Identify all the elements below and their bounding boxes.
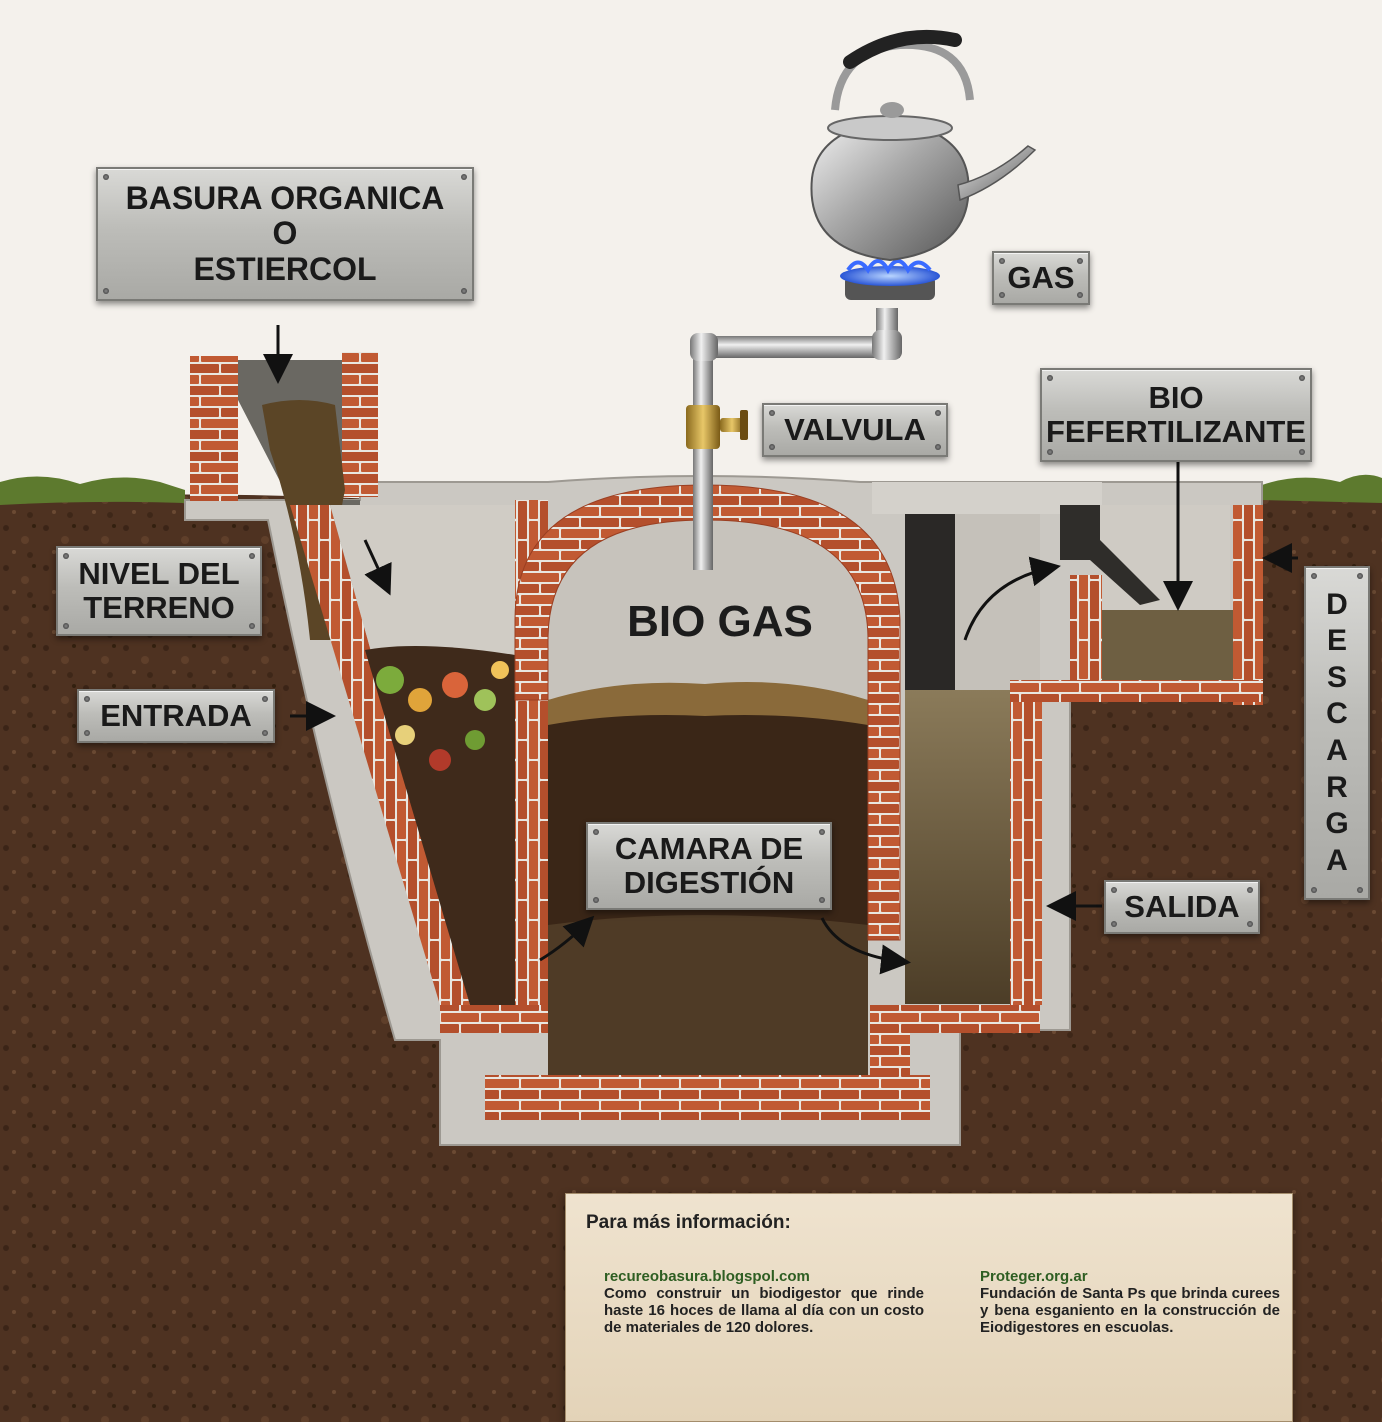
input-material-plate: BASURA ORGANICA O ESTIERCOL	[96, 167, 474, 301]
info-left-column: recureobasura.blogspol.com Como construi…	[604, 1268, 924, 1337]
valve-plate: VALVULA	[762, 403, 948, 457]
fertilizer-tank-liquid	[1100, 610, 1233, 680]
food-scraps	[376, 661, 509, 771]
digestion-straw-layer	[548, 682, 868, 725]
inlet-chimney-left	[190, 356, 238, 501]
input-material-line-2: O	[272, 215, 298, 252]
pipe-elbow-left	[690, 333, 718, 361]
inlet-sloped-wall	[290, 505, 470, 1005]
discharge-letter: R	[1326, 770, 1348, 804]
inlet-chimney-right	[342, 352, 378, 497]
input-material-line-3: ESTIERCOL	[193, 250, 377, 287]
discharge-letter: A	[1326, 843, 1348, 877]
digestion-slurry-bottom	[548, 915, 868, 1075]
discharge-letter: S	[1326, 660, 1347, 694]
grass-left	[0, 476, 185, 505]
info-right-link[interactable]: Proteger.org.ar	[980, 1268, 1088, 1285]
info-right-text: Fundación de Santa Ps que brinda curees …	[980, 1284, 1280, 1336]
valve-icon	[686, 405, 748, 449]
gas-plate: GAS	[992, 251, 1090, 305]
discharge-letter: A	[1326, 734, 1348, 767]
digestion-line-1: CAMARA DE	[614, 830, 804, 866]
arrow-overflow	[963, 556, 1061, 641]
outlet-floor-bricks	[870, 1005, 1040, 1033]
biofertilizer-line-1: BIO	[1148, 379, 1204, 415]
inlet-label: ENTRADA	[100, 697, 252, 733]
info-title: Para más información:	[586, 1212, 791, 1233]
outlet-plate: SALIDA	[1104, 880, 1260, 934]
pipe-elbow-right	[872, 330, 902, 360]
discharge-letter: D	[1326, 587, 1348, 621]
fertilizer-tank-floor	[1010, 680, 1263, 702]
ground-level-line-2: TERRENO	[83, 590, 235, 625]
kettle-icon	[810, 29, 1037, 262]
fertilizer-tank-wall-left	[1070, 575, 1102, 680]
input-material-line-1: BASURA ORGANICA	[125, 180, 445, 217]
outlet-slurry	[905, 690, 1040, 1004]
main-floor-bricks	[485, 1075, 930, 1120]
info-left-text: Como construir un biodigestor que rinde …	[604, 1284, 924, 1336]
arrow-to-outlet	[820, 917, 911, 975]
digestion-chamber-plate: CAMARA DE DIGESTIÓN	[586, 822, 832, 910]
biofertilizer-plate: BIO FEFERTILIZANTE	[1040, 368, 1312, 462]
digestion-line-2: DIGESTIÓN	[623, 865, 795, 900]
gas-burner-icon	[840, 259, 940, 300]
discharge-letter: C	[1326, 697, 1348, 731]
info-right-column: Proteger.org.ar Fundación de Santa Ps qu…	[980, 1268, 1280, 1337]
ground-level-line-1: NIVEL DEL	[78, 555, 240, 591]
discharge-letter: E	[1326, 624, 1347, 658]
fertilizer-tank-wall-right	[1233, 505, 1263, 705]
valve-label: VALVULA	[784, 411, 926, 447]
fertilizer-tank-shadow	[1100, 505, 1230, 610]
discharge-plate: D E S C A R G A	[1304, 566, 1370, 900]
gas-pipe-horizontal	[700, 336, 900, 358]
discharge-letter: G	[1325, 807, 1349, 841]
grass-right	[1262, 474, 1382, 503]
biogas-label: BIO GAS	[627, 597, 813, 646]
info-left-link[interactable]: recureobasura.blogspol.com	[604, 1268, 810, 1285]
inlet-floor-bricks	[440, 1005, 548, 1033]
gas-label: GAS	[1007, 259, 1075, 295]
ground-level-plate: NIVEL DEL TERRENO	[56, 546, 262, 636]
outlet-bottom-bricks	[870, 1033, 910, 1078]
arrow-to-chamber	[539, 915, 595, 962]
dome-arch	[514, 484, 901, 941]
inlet-plate: ENTRADA	[77, 689, 275, 743]
flow-arrows	[263, 325, 1298, 975]
biofertilizer-line-2: FEFERTILIZANTE	[1045, 414, 1307, 449]
info-card: Para más información: recureobasura.blog…	[565, 1193, 1293, 1422]
fertilizer-chute	[1060, 505, 1160, 605]
outlet-label: SALIDA	[1124, 888, 1240, 924]
outlet-right-wall	[1010, 700, 1042, 1005]
arrow-chute	[363, 539, 392, 596]
gas-pipe-vertical	[693, 355, 713, 570]
outlet-dark-block	[905, 514, 955, 690]
